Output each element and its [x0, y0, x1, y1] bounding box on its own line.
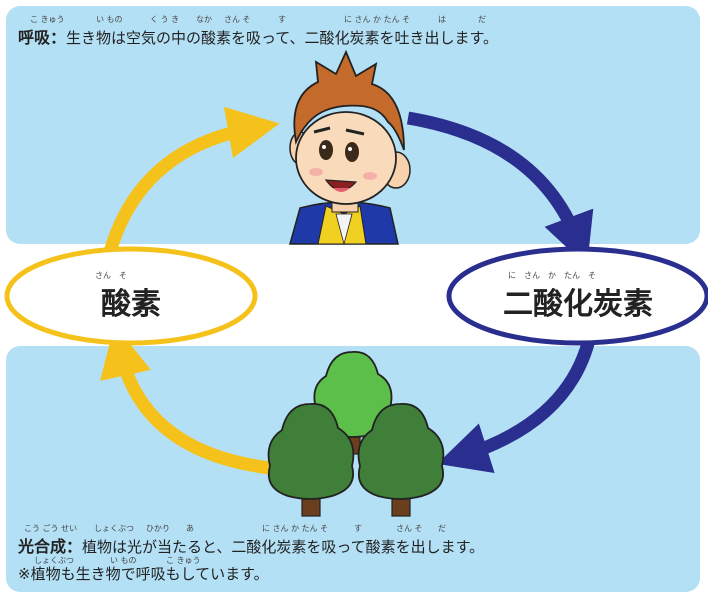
ruby-nisankatanso: に さん か たん そ [344, 15, 411, 24]
note-text: ※植物も生き物で呼吸もしています。 [18, 565, 269, 583]
ruby-su: す [278, 15, 286, 24]
photosynthesis-arrow-top [103, 106, 280, 254]
ruby-kokyu: こ きゅう [30, 15, 65, 24]
ruby-note-ikimono: い もの [110, 556, 137, 565]
co2-ruby: に さん か たん そ [508, 271, 596, 280]
respiration-text: 生き物は空気の中の酸素を吸って、二酸化炭素を吐き出します。 [66, 29, 499, 47]
photosynthesis-arrow-bottom [100, 324, 271, 475]
ruby-hikari: ひかり [146, 524, 170, 533]
photosynthesis-description: 光合成：植物は光が当たると、二酸化炭素を吸って酸素を出します。 [18, 533, 484, 557]
ruby-ha: は [438, 15, 446, 24]
co2-label: 二酸化炭素 [503, 287, 653, 322]
ruby-note-shokubutsu: しょくぶつ [34, 556, 74, 565]
ruby-kuki: く う き [150, 15, 180, 24]
oxygen-label: 酸素 [101, 287, 161, 322]
respiration-arrow-top [406, 111, 594, 267]
oxygen-ruby: さん そ [95, 271, 127, 280]
ruby-note-kokyu: こ きゅう [166, 556, 201, 565]
ruby-su-2: す [354, 524, 362, 533]
co2-ellipse [446, 246, 708, 346]
photosynthesis-term: 光合成： [18, 537, 83, 556]
photosynthesis-text: 植物は光が当たると、二酸化炭素を吸って酸素を出します。 [82, 538, 485, 556]
ruby-a: あ [186, 524, 194, 533]
ruby-da-2: だ [438, 524, 446, 533]
oxygen-ellipse [4, 246, 258, 346]
tree-right [357, 403, 445, 517]
ruby-ikimono: い もの [96, 15, 123, 24]
ruby-nisankatanso-2: に さん か たん そ [262, 524, 329, 533]
respiration-arrow-bottom [437, 324, 599, 473]
ruby-sanso-2: さん そ [396, 524, 423, 533]
ruby-kosei: こう ごう せい [24, 524, 78, 533]
respiration-term: 呼吸： [18, 28, 67, 47]
respiration-description: 呼吸：生き物は空気の中の酸素を吸って、二酸化炭素を吐き出します。 [18, 24, 498, 48]
boy-illustration [289, 49, 411, 246]
tree-left [267, 403, 355, 517]
ruby-shokubutsu: しょくぶつ [94, 524, 134, 533]
ruby-da: だ [478, 15, 486, 24]
ruby-sanso: さん そ [224, 15, 251, 24]
ruby-naka: なか [196, 15, 212, 24]
